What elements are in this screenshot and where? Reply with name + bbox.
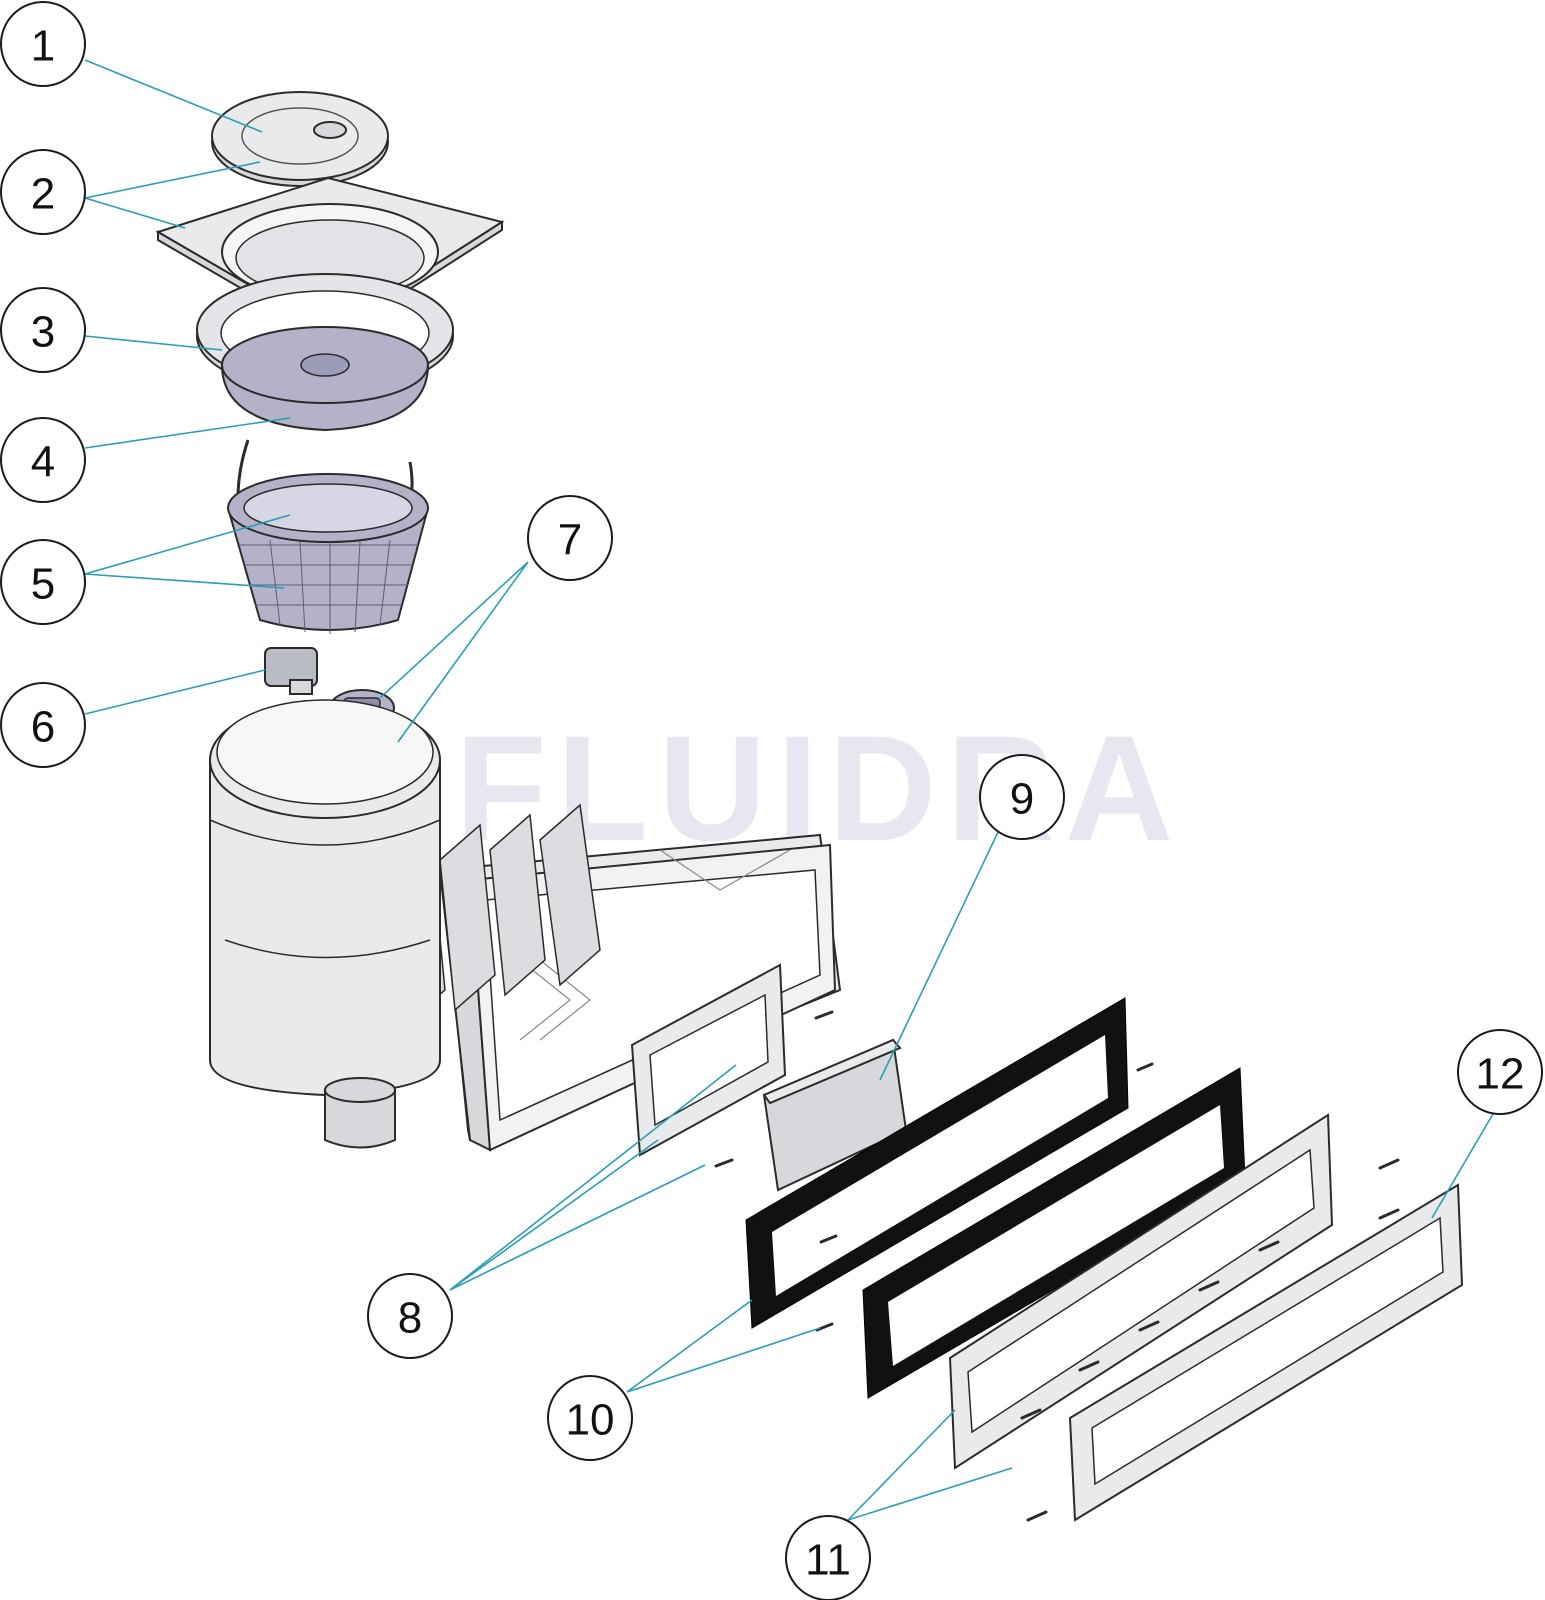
part-flap — [264, 647, 318, 695]
callout-8-label: 8 — [398, 1294, 422, 1343]
callout-3: 3 — [0, 287, 86, 373]
face-plate-screws — [1020, 1158, 1400, 1522]
part-cover-frame — [1068, 1183, 1464, 1522]
callout-5-label: 5 — [31, 560, 55, 609]
callout-4: 4 — [0, 417, 86, 503]
part-lid — [211, 91, 389, 187]
part-small-frame — [630, 963, 834, 1168]
callout-5: 5 — [0, 539, 86, 625]
part-basket — [226, 439, 430, 634]
callout-10: 10 — [547, 1375, 633, 1461]
callout-9: 9 — [979, 754, 1065, 840]
gasket-screw — [1136, 1062, 1154, 1072]
callout-1-label: 1 — [31, 22, 55, 71]
callout-1: 1 — [0, 1, 86, 87]
callout-12: 12 — [1457, 1029, 1543, 1115]
part-face-plate — [948, 1113, 1334, 1470]
callout-7-label: 7 — [558, 516, 582, 565]
gasket-screw — [819, 1234, 838, 1244]
callout-9-label: 9 — [1010, 775, 1034, 824]
gasket-screw — [815, 1322, 834, 1332]
callout-2: 2 — [0, 149, 86, 235]
callout-3-label: 3 — [31, 308, 55, 357]
callout-6: 6 — [0, 682, 86, 768]
callout-12-label: 12 — [1476, 1050, 1525, 1099]
part-skimmer-cover — [220, 326, 430, 432]
callout-7: 7 — [527, 495, 613, 581]
callout-10-label: 10 — [566, 1396, 615, 1445]
callout-11: 11 — [785, 1515, 871, 1600]
callout-2-label: 2 — [31, 170, 55, 219]
leader-lines — [84, 59, 1501, 1521]
part-gasket-1 — [745, 997, 1129, 1329]
callout-6-label: 6 — [31, 703, 55, 752]
callout-11-label: 11 — [805, 1536, 851, 1585]
callout-8: 8 — [367, 1273, 453, 1359]
callout-4-label: 4 — [31, 438, 55, 487]
skimmer-body — [209, 699, 842, 1152]
